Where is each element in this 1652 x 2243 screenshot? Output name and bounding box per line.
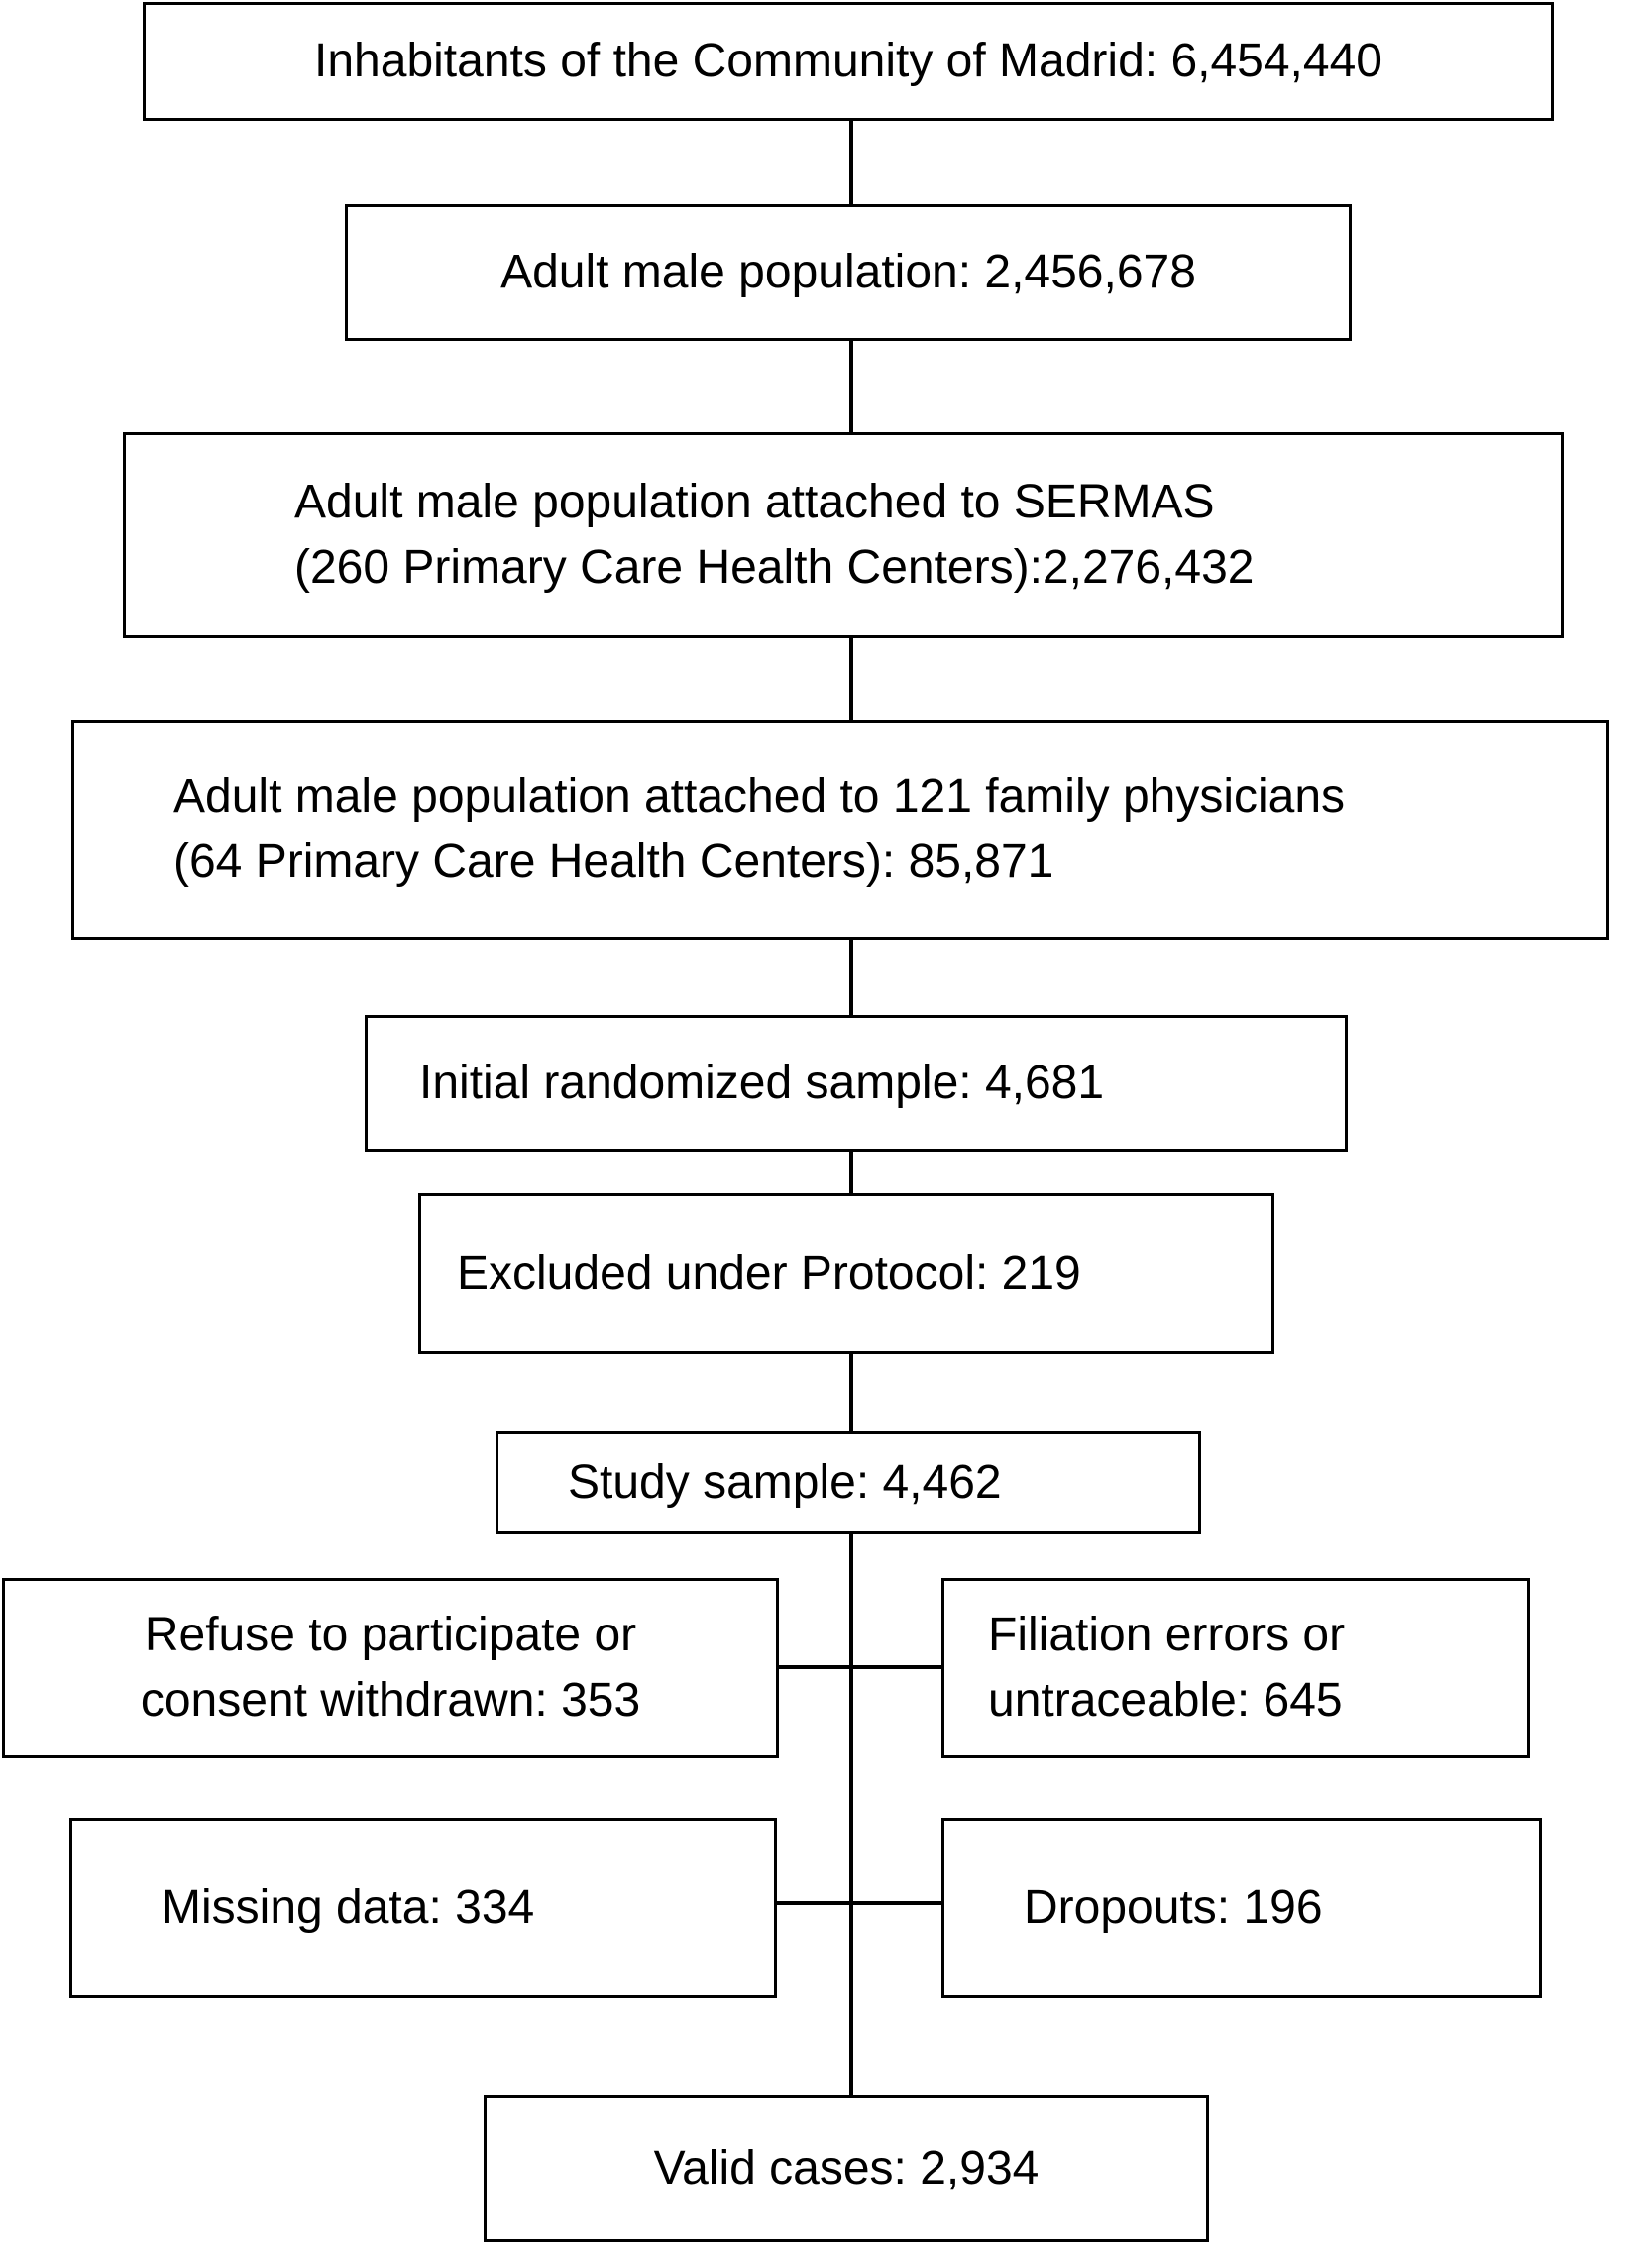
box-inhabitants: Inhabitants of the Community of Madrid: … — [143, 2, 1554, 121]
refuse-label-line2: consent withdrawn: 353 — [140, 1674, 641, 1727]
connector-branch-upper — [775, 1665, 945, 1669]
initial-sample-label: Initial randomized sample: 4,681 — [419, 1057, 1105, 1109]
connector-3 — [849, 636, 853, 722]
connector-6 — [849, 1352, 853, 1435]
box-excluded-under-protocol: Excluded under Protocol: 219 — [418, 1193, 1274, 1354]
connector-5 — [849, 1150, 853, 1195]
filiation-label-line1: Filiation errors or — [988, 1609, 1346, 1661]
box-valid-cases: Valid cases: 2,934 — [484, 2095, 1209, 2242]
connector-branch-lower — [773, 1901, 945, 1905]
connector-4 — [849, 938, 853, 1019]
box-dropouts: Dropouts: 196 — [941, 1818, 1542, 1998]
box-family-physicians-population: Adult male population attached to 121 fa… — [71, 720, 1609, 940]
box-adult-male-population: Adult male population: 2,456,678 — [345, 204, 1352, 341]
physicians-label-line1: Adult male population attached to 121 fa… — [173, 770, 1346, 823]
box-sermas-population: Adult male population attached to SERMAS… — [123, 432, 1564, 638]
inhabitants-label: Inhabitants of the Community of Madrid: … — [314, 35, 1382, 87]
refuse-label-line1: Refuse to participate or — [144, 1609, 637, 1661]
connector-2 — [849, 339, 853, 438]
box-refuse-to-participate: Refuse to participate or consent withdra… — [2, 1578, 779, 1758]
valid-cases-label: Valid cases: 2,934 — [653, 2142, 1040, 2194]
connector-main-trunk — [849, 1530, 853, 2099]
physicians-label-line2: (64 Primary Care Health Centers): 85,871 — [173, 836, 1054, 888]
box-study-sample: Study sample: 4,462 — [496, 1431, 1201, 1534]
missing-data-label: Missing data: 334 — [162, 1881, 535, 1934]
box-missing-data: Missing data: 334 — [69, 1818, 777, 1998]
sermas-label-line1: Adult male population attached to SERMAS — [294, 476, 1215, 528]
box-filiation-errors: Filiation errors or untraceable: 645 — [941, 1578, 1530, 1758]
filiation-label-line2: untraceable: 645 — [988, 1674, 1343, 1727]
sermas-label-line2: (260 Primary Care Health Centers):2,276,… — [294, 541, 1255, 594]
box-initial-randomized-sample: Initial randomized sample: 4,681 — [365, 1015, 1348, 1152]
adult-male-label: Adult male population: 2,456,678 — [500, 246, 1196, 298]
excluded-label: Excluded under Protocol: 219 — [457, 1247, 1081, 1299]
study-sample-label: Study sample: 4,462 — [568, 1456, 1002, 1509]
dropouts-label: Dropouts: 196 — [1024, 1881, 1323, 1934]
